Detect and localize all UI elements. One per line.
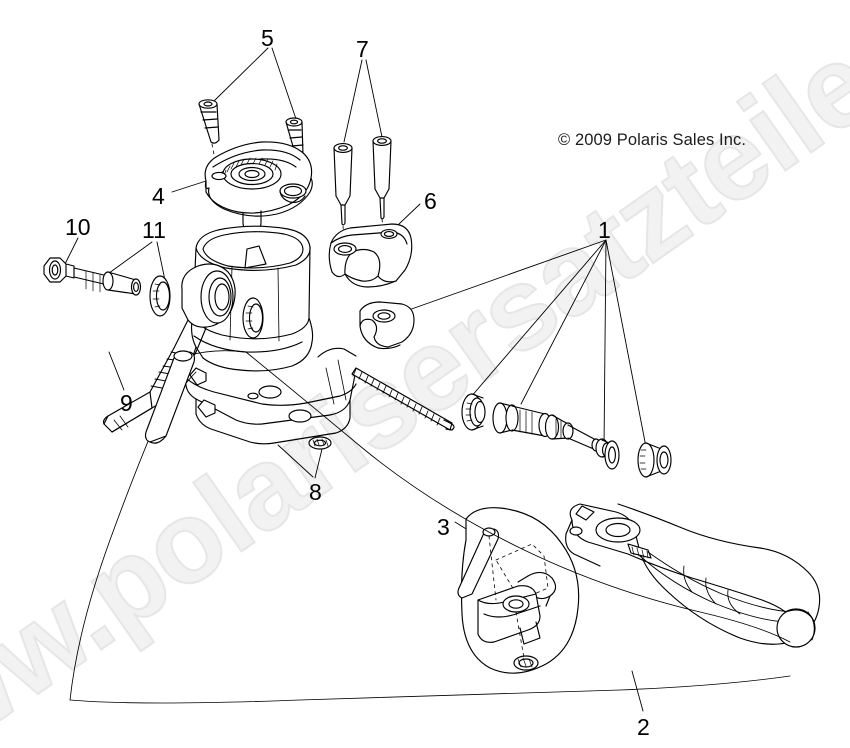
sealing-washer-right bbox=[242, 297, 264, 339]
callout-8: 8 bbox=[309, 479, 322, 505]
sealing-washer-left bbox=[149, 275, 171, 317]
callout-6: 6 bbox=[424, 188, 437, 214]
callout-11: 11 bbox=[142, 217, 166, 243]
brake-lever bbox=[565, 503, 821, 648]
callout-2: 2 bbox=[637, 714, 650, 740]
callout-3: 3 bbox=[437, 514, 450, 540]
cover-screw-right bbox=[285, 117, 304, 159]
piston-seal-large bbox=[461, 393, 486, 431]
callout-4: 4 bbox=[152, 183, 165, 209]
callout-7: 7 bbox=[356, 36, 369, 62]
callout-1: 1 bbox=[598, 217, 611, 243]
callout-5: 5 bbox=[261, 25, 274, 51]
clamp-bolt-right bbox=[372, 136, 392, 220]
handlebar-clamp bbox=[328, 223, 413, 288]
piston-assembly bbox=[492, 402, 619, 458]
callout-10: 10 bbox=[65, 214, 91, 240]
copyright-notice: © 2009 Polaris Sales Inc. bbox=[558, 131, 747, 149]
mount-post bbox=[144, 350, 196, 444]
return-spring-pushrod bbox=[351, 367, 455, 431]
lever-pivot-detail bbox=[457, 507, 580, 674]
dust-boot bbox=[637, 442, 672, 478]
washer-item8 bbox=[308, 436, 332, 450]
master-cylinder-body bbox=[185, 225, 415, 445]
reservoir-cover bbox=[204, 141, 313, 245]
cover-screw-left bbox=[198, 99, 220, 144]
flat-washer-kit bbox=[604, 440, 620, 470]
clamp-bolt-left bbox=[333, 143, 353, 226]
banjo-bolt bbox=[43, 257, 142, 296]
brake-line-fitting bbox=[102, 263, 236, 433]
callout-9: 9 bbox=[120, 390, 133, 416]
